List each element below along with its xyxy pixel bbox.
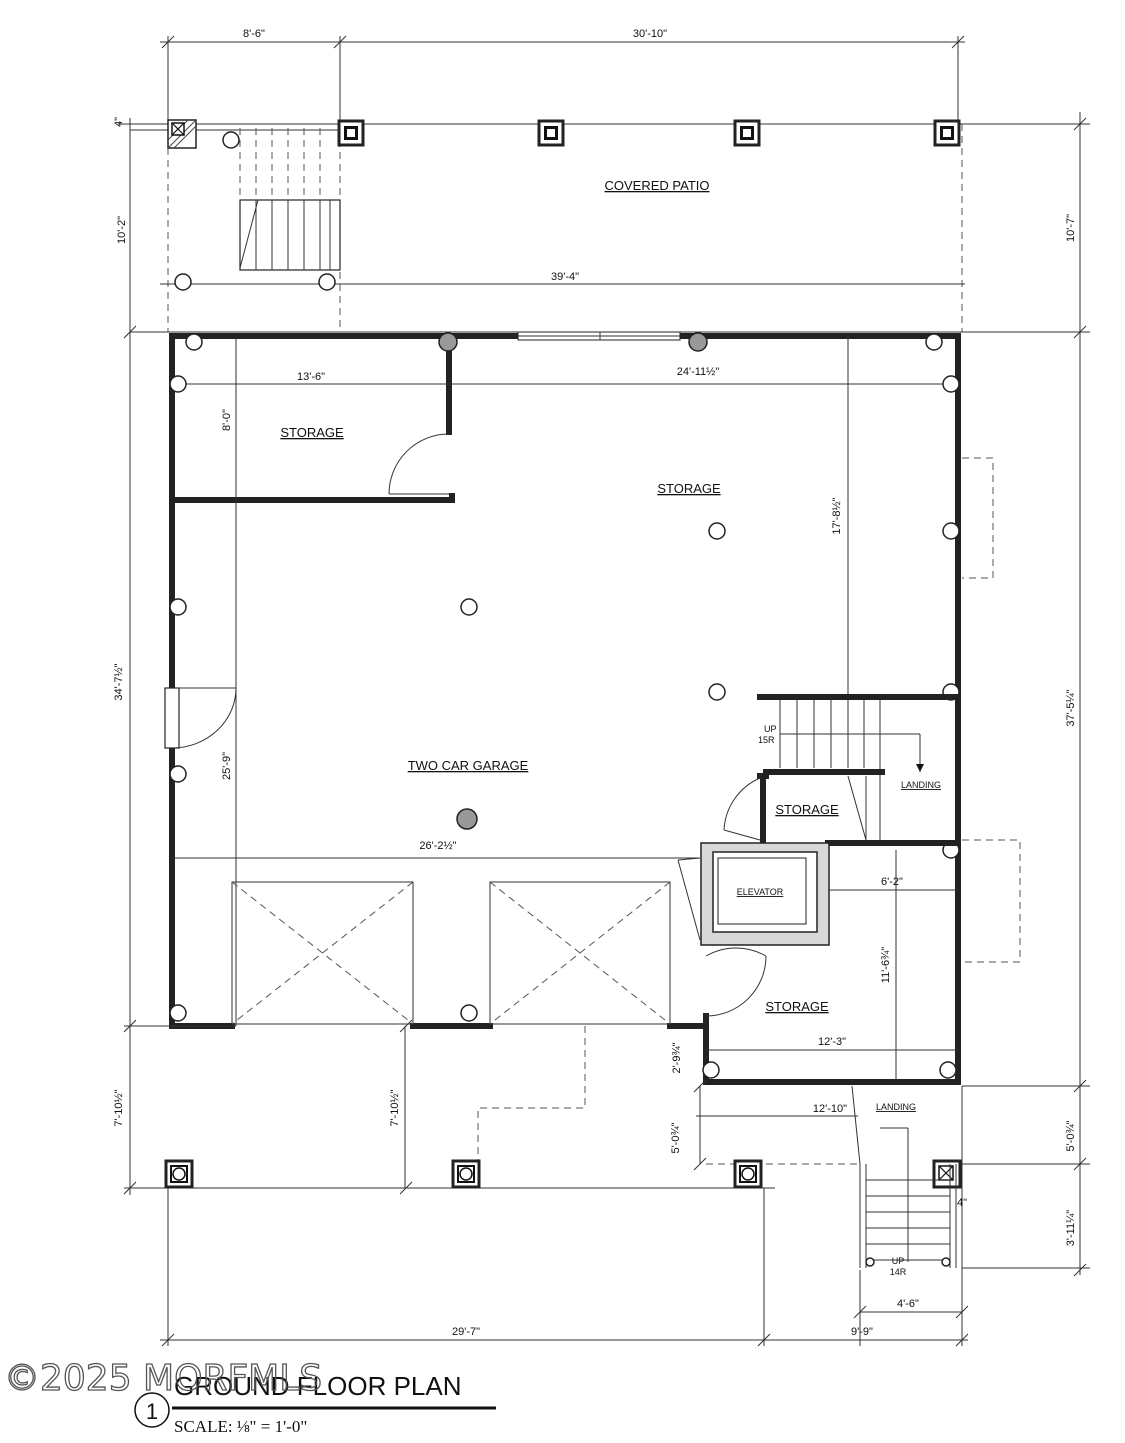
watermark: ©2025 MORFMLS [4,1358,322,1399]
label-two-car-garage: TWO CAR GARAGE [408,758,529,773]
building-column [939,1061,957,1079]
patio-pier [337,119,365,147]
patio-column [174,273,192,291]
exterior-stair [859,1127,957,1268]
storage-se-walls [705,850,958,1082]
building-column [702,1061,720,1079]
label-stair-risers: 15R [758,735,775,745]
dim-stair-width: 4'-6" [897,1298,919,1310]
interior-dimension-lines [172,336,958,1026]
garage-door-right [489,881,671,1025]
dim-storage-depth: 8'-0" [221,409,233,431]
bottom-dimension-lines [160,1188,969,1347]
building-column [942,522,960,540]
right-dimension-lines [962,330,1090,1277]
patio-pier [733,119,761,147]
patio-depth-dimension-lines [123,112,1087,340]
label-storage-stair: STORAGE [775,802,839,817]
dim-stair-post: 4" [957,1197,967,1209]
building-column [169,598,187,616]
dim-patio-depth-right: 10'-7" [1065,214,1077,242]
dim-storage-main-width: 24'-11½" [677,366,720,378]
building-column [460,1004,478,1022]
dim-storage-se-width: 12'-3" [818,1036,846,1048]
building-column [460,598,478,616]
dim-top-right: 30'-10" [633,28,667,40]
east-bumpouts [962,457,1021,963]
label-covered-patio: COVERED PATIO [605,178,710,193]
patio-pier [537,119,565,147]
label-elevator: ELEVATOR [737,887,784,897]
dim-stair-run: 3'-11¼" [1065,1210,1077,1246]
label-storage-main: STORAGE [657,481,721,496]
dim-landing-width: 12'-10" [813,1103,847,1115]
dim-patio-width: 39'-4" [551,271,579,283]
building-column [438,332,458,352]
building-column [169,765,187,783]
building-column [169,1004,187,1022]
exterior-walls [169,333,961,1085]
building-column [708,683,726,701]
dim-post-offset: 4" [113,117,125,127]
building-column [169,375,187,393]
building-column [942,375,960,393]
building-column [925,333,943,351]
dim-south-depth-left: 7'-10½" [113,1089,125,1126]
dim-wall-jog: 2'-9¾" [671,1042,683,1073]
label-storage-nw: STORAGE [280,425,344,440]
dim-storage-width: 13'-6" [297,371,325,383]
building-column [185,333,203,351]
dim-bottom-left: 29'-7" [452,1326,480,1338]
drawing-number: 1 [146,1399,158,1424]
drawing-number-circle [134,1392,170,1428]
label-landing-south: LANDING [876,1102,916,1112]
dim-top-left: 8'-6" [243,28,265,40]
dim-landing-depth-right: 5'-0¾" [1065,1120,1077,1151]
drawing-scale: SCALE: ⅛" = 1'-0" [174,1417,307,1436]
main-stair [723,694,961,846]
left-dimension-lines [123,340,775,1195]
building-column [456,808,478,830]
drawing-title: GROUND FLOOR PLAN [174,1371,462,1401]
west-door [164,687,237,749]
dim-patio-depth-left: 10'-2" [116,216,128,244]
south-area-lines [399,1019,963,1268]
storage-nw-walls [173,337,455,503]
patio-stair [239,128,341,271]
dim-garage-depth: 25'-9" [221,752,233,780]
dim-south-depth-mid: 7'-10½" [389,1089,401,1126]
patio-column [222,131,240,149]
label-stair-up: UP [764,724,777,734]
patio-column [318,273,336,291]
patio-pier-nw [167,119,197,149]
dim-bottom-right: 9'-9" [851,1326,873,1338]
south-pier [451,1159,481,1189]
building-column [708,522,726,540]
dim-elevator-room-width: 6'-2" [881,876,903,888]
dim-storage-se-depth: 11'-6¾" [880,947,892,983]
dim-garage-width: 26'-2½" [419,840,456,852]
garage-door-left [231,881,414,1025]
label-exterior-stair-risers: 14R [890,1267,907,1277]
building-column [688,332,708,352]
label-exterior-stair-up: UP [892,1256,905,1266]
label-landing-east: LANDING [901,780,941,790]
south-pier [733,1159,763,1189]
label-storage-se: STORAGE [765,999,829,1014]
dim-overall-depth-left: 34'-7½" [113,663,125,700]
dim-storage-main-depth: 17'-8½" [831,497,843,534]
dim-landing-depth-left: 5'-0¾" [670,1122,682,1153]
elevator-shaft [677,842,830,946]
south-pier [164,1159,194,1189]
dim-overall-depth-right: 37'-5¼" [1065,689,1077,726]
patio-pier [933,119,961,147]
top-dimension-lines [160,35,965,120]
north-window [517,331,681,341]
